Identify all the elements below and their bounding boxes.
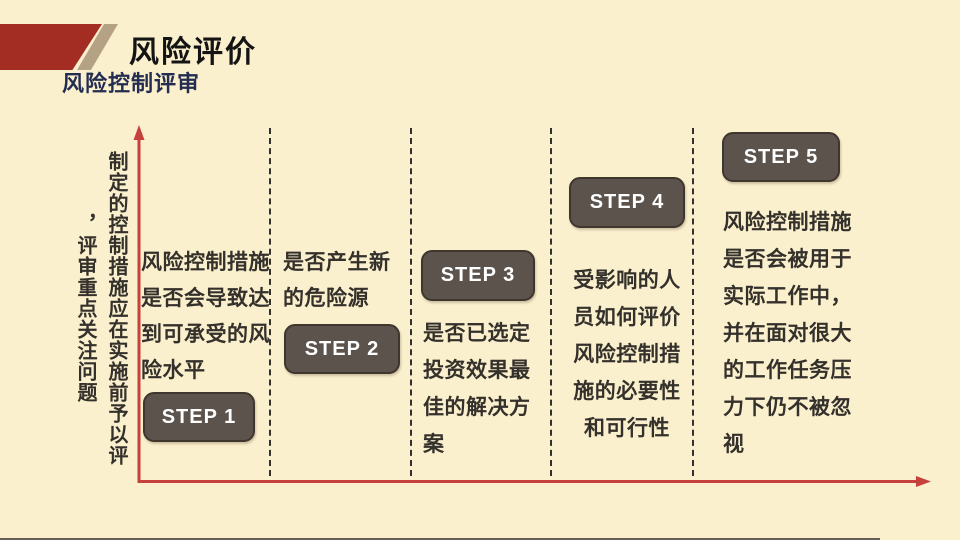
step-4-text-line: 受影响的人 <box>573 269 681 292</box>
step-5-text-line: 的工作任务压 <box>723 359 852 382</box>
step-1-text: 风险控制措施是否会导致达到可承受的风险水平 <box>141 245 273 389</box>
step-4-text-line: 风险控制措 <box>573 343 681 366</box>
step-3-text: 是否已选定投资效果最佳的解决方案 <box>423 315 555 463</box>
step-1-badge: STEP 1 <box>143 392 255 442</box>
step-5-badge: STEP 5 <box>722 132 840 182</box>
y-axis-arrow-icon <box>133 125 145 140</box>
page-title: 风险评价 <box>129 36 257 69</box>
x-axis-arrow-icon <box>916 476 931 487</box>
step-4-text-line: 施的必要性 <box>573 380 681 403</box>
y-axis-label: 制定的控制措施应在实施前予以评 ，评审重点关注问题 <box>55 140 131 476</box>
step-2-badge: STEP 2 <box>284 324 400 374</box>
step-5-text-line: 力下仍不被忽 <box>723 396 852 419</box>
column-divider <box>269 128 271 476</box>
step-1-text-line: 是否会导致达 <box>141 287 270 310</box>
column-divider <box>410 128 412 476</box>
column-divider <box>692 128 694 476</box>
step-3-text-line: 是否已选定 <box>423 322 531 345</box>
step-2-text: 是否产生新的危险源 <box>283 245 415 317</box>
column-divider <box>550 128 552 476</box>
step-5-text-line: 风险控制措施 <box>723 211 852 234</box>
step-4-text: 受影响的人员如何评价风险控制措施的必要性和可行性 <box>556 262 698 447</box>
y-axis-label-column-left: ，评审重点关注问题 <box>74 213 96 403</box>
step-4-text-line: 和可行性 <box>584 417 670 440</box>
step-5-text-line: 视 <box>723 433 745 456</box>
step-5-text-line: 是否会被用于 <box>723 248 852 271</box>
step-3-badge: STEP 3 <box>421 250 535 301</box>
step-1-text-line: 到可承受的风 <box>141 323 270 346</box>
step-5-text-line: 实际工作中， <box>723 285 852 308</box>
step-1-text-line: 风险控制措施 <box>141 251 270 274</box>
step-2-text-line: 是否产生新 <box>283 251 391 274</box>
step-5-text: 风险控制措施是否会被用于实际工作中， 并在面对很大的工作任务压力下仍不被忽视 <box>723 204 875 463</box>
step-4-text-line: 员如何评价 <box>573 306 681 329</box>
screenshot-bottom-edge <box>0 538 880 540</box>
section-subtitle: 风险控制评审 <box>62 71 201 96</box>
step-1-text-line: 险水平 <box>141 359 206 382</box>
step-3-text-line: 投资效果最 <box>423 359 531 382</box>
step-3-text-line: 佳的解决方 <box>423 396 531 419</box>
step-2-text-line: 的危险源 <box>283 287 369 310</box>
y-axis-label-column-right: 制定的控制措施应在实施前予以评 <box>105 150 127 466</box>
step-3-text-line: 案 <box>423 433 445 456</box>
step-4-badge: STEP 4 <box>569 177 685 228</box>
step-5-text-line: 并在面对很大 <box>723 322 852 345</box>
